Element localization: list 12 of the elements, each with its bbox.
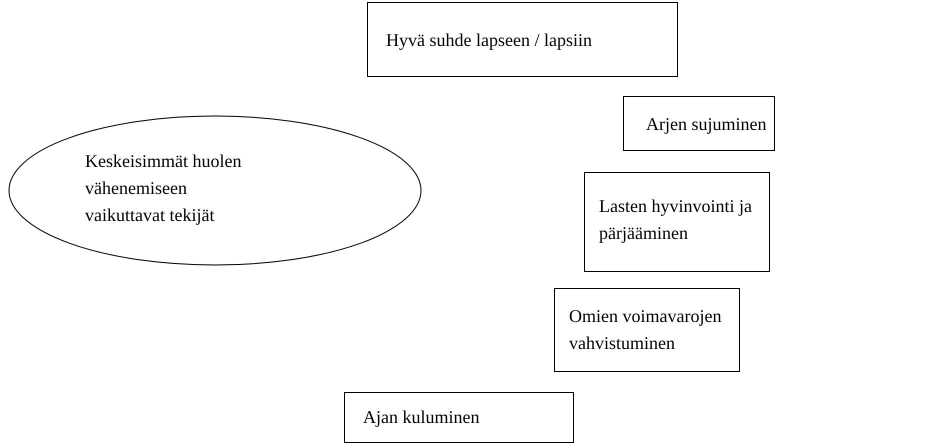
node-label: Ajan kuluminen: [363, 406, 480, 429]
node-label: Arjen sujuminen: [646, 113, 768, 136]
text-box: [584, 172, 770, 272]
node-label: Keskeisimmät huolen vähenemiseen vaikuttavat tekijät: [85, 150, 242, 227]
text-box: [344, 392, 574, 443]
node-label: Omien voimavarojen vahvistuminen: [569, 305, 722, 355]
text-box: [554, 288, 740, 372]
node-label: Hyvä suhde lapseen / lapsiin: [386, 29, 593, 52]
text-box: [367, 2, 678, 77]
node-label: Lasten hyvinvointi ja pärjääminen: [599, 195, 753, 245]
ellipse-node: [8, 115, 422, 266]
text-box: [623, 96, 775, 151]
